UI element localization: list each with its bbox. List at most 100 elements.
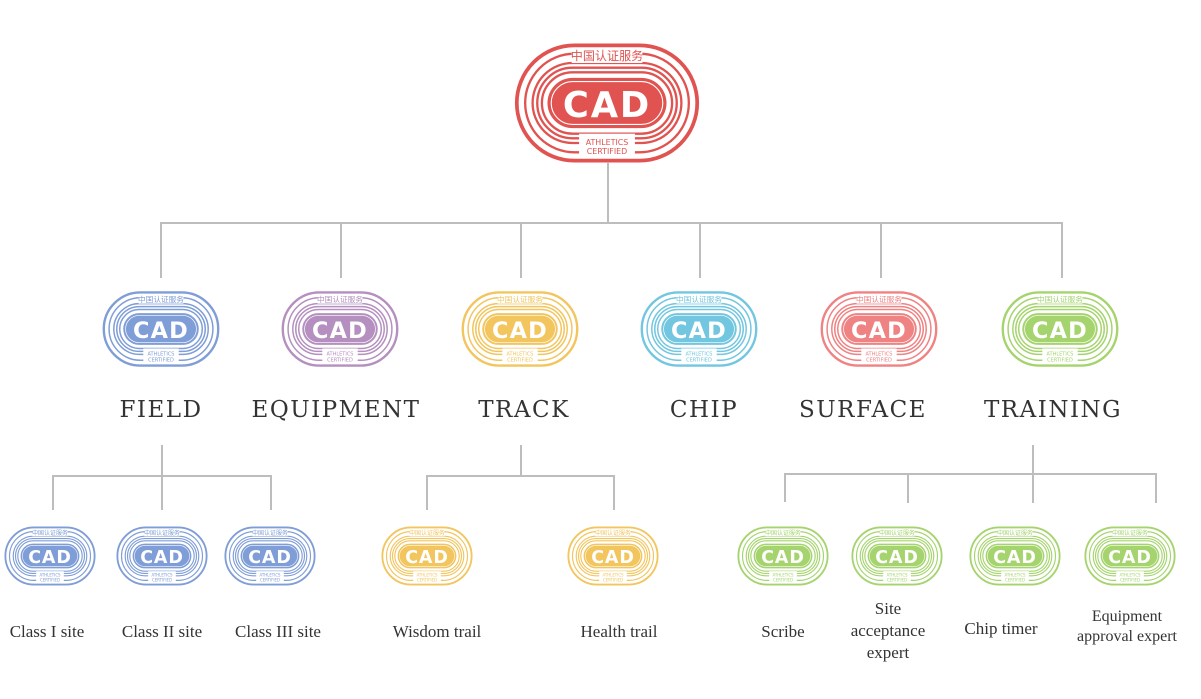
connector <box>52 475 54 510</box>
svg-text:ATHLETICS: ATHLETICS <box>148 352 175 358</box>
svg-text:CERTIFIED: CERTIFIED <box>1047 357 1073 363</box>
connector <box>784 473 786 502</box>
svg-text:CAD: CAD <box>1108 548 1152 568</box>
svg-text:CERTIFIED: CERTIFIED <box>417 577 437 582</box>
sub-label-chip-timer: Chip timer <box>964 619 1038 638</box>
svg-text:ATHLETICS: ATHLETICS <box>1047 352 1074 358</box>
svg-text:中国认证服务: 中国认证服务 <box>317 294 363 304</box>
svg-text:中国认证服务: 中国认证服务 <box>1112 529 1148 537</box>
svg-text:ATHLETICS: ATHLETICS <box>772 573 794 578</box>
category-label-chip: CHIP <box>669 397 739 423</box>
sub-label-class-3-site: Class III site <box>235 622 321 641</box>
svg-text:CAD: CAD <box>492 318 548 344</box>
connector-training <box>1032 445 1034 474</box>
svg-text:CAD: CAD <box>563 85 651 126</box>
svg-text:中国认证服务: 中国认证服务 <box>595 529 631 537</box>
svg-text:CERTIFIED: CERTIFIED <box>866 357 892 363</box>
svg-text:ATHLETICS: ATHLETICS <box>507 352 534 358</box>
svg-text:中国认证服务: 中国认证服务 <box>252 529 288 537</box>
svg-text:ATHLETICS: ATHLETICS <box>686 352 713 358</box>
connector-track-bar <box>426 475 614 477</box>
connector-field <box>161 445 163 476</box>
svg-text:ATHLETICS: ATHLETICS <box>586 138 629 147</box>
svg-text:CAD: CAD <box>28 548 72 568</box>
svg-text:中国认证服务: 中国认证服务 <box>879 529 915 537</box>
svg-text:CERTIFIED: CERTIFIED <box>1120 577 1140 582</box>
connector-training-bar <box>784 473 1156 475</box>
connector <box>426 475 428 510</box>
category-label-training: TRAINING <box>983 397 1123 423</box>
svg-text:CERTIFIED: CERTIFIED <box>603 577 623 582</box>
svg-text:CERTIFIED: CERTIFIED <box>152 577 172 582</box>
svg-text:CERTIFIED: CERTIFIED <box>148 357 174 363</box>
sub-label-class-2-site: Class II site <box>121 622 203 641</box>
svg-text:中国认证服务: 中国认证服务 <box>409 529 445 537</box>
connector <box>160 222 162 278</box>
category-label-surface: SURFACE <box>799 397 927 423</box>
svg-text:CAD: CAD <box>591 548 635 568</box>
svg-text:CAD: CAD <box>851 318 907 344</box>
connector <box>340 222 342 278</box>
svg-text:ATHLETICS: ATHLETICS <box>866 352 893 358</box>
svg-text:ATHLETICS: ATHLETICS <box>1004 573 1026 578</box>
svg-text:ATHLETICS: ATHLETICS <box>39 573 61 578</box>
svg-text:中国认证服务: 中国认证服务 <box>856 294 902 304</box>
svg-text:ATHLETICS: ATHLETICS <box>259 573 281 578</box>
category-label-field: FIELD <box>119 397 203 423</box>
connector <box>880 222 882 278</box>
svg-text:ATHLETICS: ATHLETICS <box>416 573 438 578</box>
svg-text:CAD: CAD <box>993 548 1037 568</box>
svg-text:CAD: CAD <box>312 318 368 344</box>
sub-label-wisdom-trail: Wisdom trail <box>392 622 482 641</box>
svg-text:中国认证服务: 中国认证服务 <box>138 294 184 304</box>
connector <box>1061 222 1063 278</box>
svg-text:CERTIFIED: CERTIFIED <box>686 357 712 363</box>
svg-text:CAD: CAD <box>140 548 184 568</box>
svg-text:ATHLETICS: ATHLETICS <box>327 352 354 358</box>
connector <box>161 475 163 510</box>
connector-track <box>520 445 522 476</box>
sub-label-equipment-approval-expert: Equipment approval expert <box>1077 608 1177 645</box>
connector <box>1032 473 1034 503</box>
svg-text:中国认证服务: 中国认证服务 <box>32 529 68 537</box>
svg-text:CERTIFIED: CERTIFIED <box>587 147 627 156</box>
svg-text:CAD: CAD <box>1032 318 1088 344</box>
category-label-track: TRACK <box>478 397 570 423</box>
svg-text:ATHLETICS: ATHLETICS <box>1119 573 1141 578</box>
svg-text:中国认证服务: 中国认证服务 <box>497 294 543 304</box>
svg-text:中国认证服务: 中国认证服务 <box>676 294 722 304</box>
svg-text:中国认证服务: 中国认证服务 <box>765 529 801 537</box>
sub-label-site-acceptance-expert: Site acceptance expert <box>850 599 926 662</box>
connector <box>699 222 701 278</box>
connector <box>270 475 272 510</box>
svg-text:CAD: CAD <box>875 548 919 568</box>
connector <box>907 473 909 503</box>
svg-text:ATHLETICS: ATHLETICS <box>886 573 908 578</box>
svg-text:CERTIFIED: CERTIFIED <box>327 357 353 363</box>
svg-text:CAD: CAD <box>248 548 292 568</box>
sub-label-class-1-site: Class I site <box>9 622 85 641</box>
svg-text:中国认证服务: 中国认证服务 <box>571 48 643 63</box>
svg-text:中国认证服务: 中国认证服务 <box>1037 294 1083 304</box>
svg-text:CAD: CAD <box>671 318 727 344</box>
connector <box>1155 473 1157 503</box>
svg-text:CAD: CAD <box>405 548 449 568</box>
svg-text:CAD: CAD <box>133 318 189 344</box>
svg-text:ATHLETICS: ATHLETICS <box>151 573 173 578</box>
svg-text:中国认证服务: 中国认证服务 <box>997 529 1033 537</box>
